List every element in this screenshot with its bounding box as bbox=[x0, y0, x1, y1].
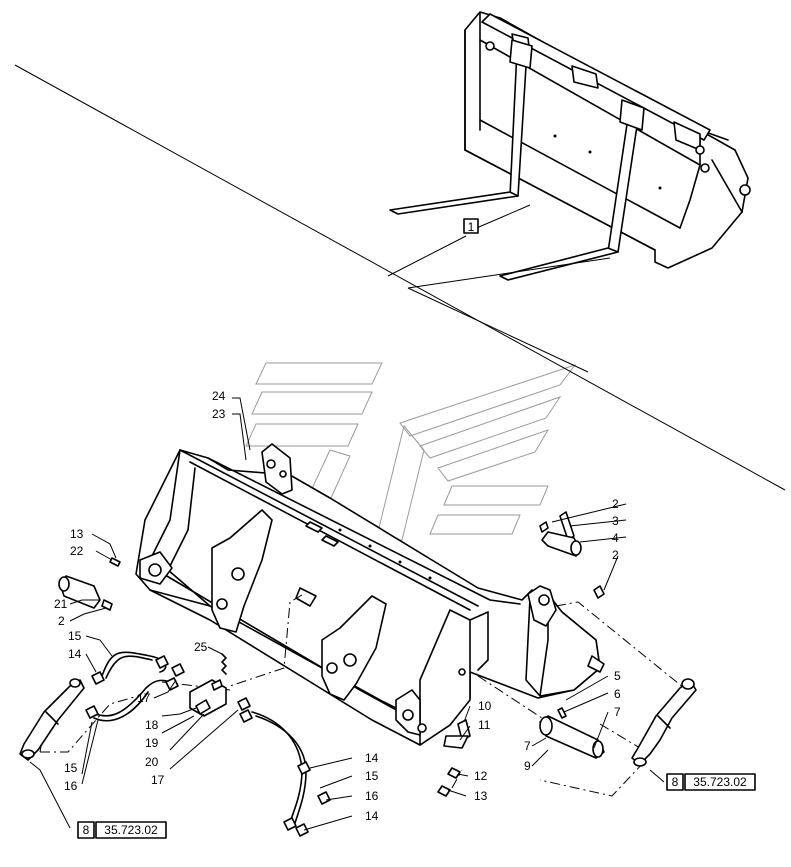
hardware-parts bbox=[19, 511, 697, 837]
callout-4: 4 bbox=[612, 531, 619, 545]
callout-15-bottom: 15 bbox=[365, 769, 379, 783]
loader-bucket bbox=[135, 443, 605, 746]
callout-12: 12 bbox=[474, 769, 488, 783]
ref-right-code-box bbox=[684, 773, 756, 791]
callout-17-upper: 17 bbox=[137, 691, 151, 705]
callout-14-left: 14 bbox=[68, 647, 82, 661]
assembly-dashed-lines bbox=[39, 594, 685, 797]
callout-13-top: 13 bbox=[70, 527, 84, 541]
leader-lines bbox=[29, 397, 665, 831]
callout-20: 20 bbox=[145, 755, 159, 769]
callout-24: 24 bbox=[212, 389, 226, 403]
callout-17-lower: 17 bbox=[151, 773, 165, 787]
pallet-fork-attachment bbox=[389, 11, 751, 281]
ref-left-code-box bbox=[95, 821, 167, 839]
callout-23: 23 bbox=[212, 407, 226, 421]
callout-13-bottom: 13 bbox=[474, 789, 488, 803]
callout-14-bottom-a: 14 bbox=[365, 751, 379, 765]
callout-16-lower-left: 16 bbox=[64, 779, 78, 793]
callout-2-mid: 2 bbox=[612, 548, 619, 562]
callout-7-left: 7 bbox=[524, 739, 531, 753]
callout-5: 5 bbox=[614, 669, 621, 683]
ref-left-group: 8 bbox=[83, 823, 90, 837]
callout-10: 10 bbox=[478, 699, 492, 713]
callout-25: 25 bbox=[194, 640, 208, 654]
callout-14-bottom-b: 14 bbox=[365, 809, 379, 823]
callout-1: 1 bbox=[468, 220, 475, 234]
callout-9: 9 bbox=[524, 759, 531, 773]
reference-box-right[interactable]: 8 35.723.02 bbox=[666, 773, 756, 791]
callout-labels: 24 23 2 3 4 2 13 22 21 2 15 14 25 17 18 … bbox=[54, 389, 621, 823]
callout-2-top: 2 bbox=[612, 497, 619, 511]
callout-6: 6 bbox=[614, 687, 621, 701]
callout-3: 3 bbox=[612, 514, 619, 528]
callout-15-lower-left: 15 bbox=[64, 761, 78, 775]
ref-left-code: 35.723.02 bbox=[104, 823, 158, 837]
callout-7-right: 7 bbox=[614, 705, 621, 719]
callout-16-bottom: 16 bbox=[365, 789, 379, 803]
callout-1-group: 1 bbox=[387, 204, 611, 373]
ref-right-group-box bbox=[666, 773, 684, 791]
section-divider-line bbox=[14, 64, 786, 491]
callout-22: 22 bbox=[70, 544, 84, 558]
callout-15-left: 15 bbox=[68, 629, 82, 643]
ref-right-code: 35.723.02 bbox=[693, 775, 747, 789]
callout-11: 11 bbox=[478, 718, 491, 732]
watermark-logo bbox=[245, 362, 577, 541]
callout-1-box bbox=[463, 218, 479, 234]
callout-2-left: 2 bbox=[58, 614, 65, 628]
ref-left-group-box bbox=[77, 821, 95, 839]
reference-box-left[interactable]: 8 35.723.02 bbox=[77, 821, 167, 839]
callout-21: 21 bbox=[54, 597, 68, 611]
ref-right-group: 8 bbox=[672, 775, 679, 789]
callout-18: 18 bbox=[145, 718, 159, 732]
callout-19: 19 bbox=[145, 736, 159, 750]
